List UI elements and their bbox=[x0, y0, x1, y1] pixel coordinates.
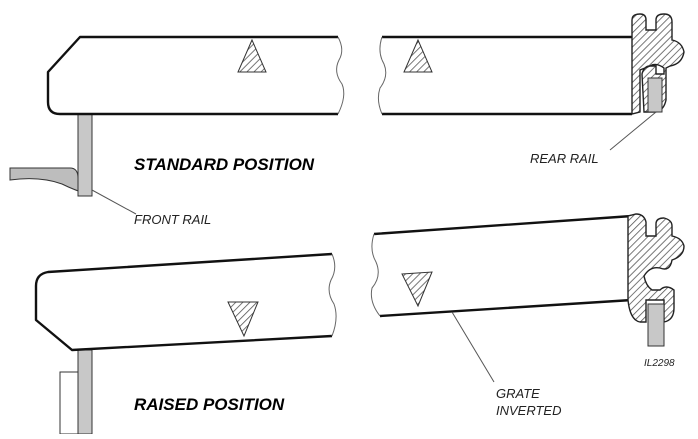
rear-rail-callout: REAR RAIL bbox=[530, 151, 599, 166]
grate-top-left bbox=[46, 35, 338, 116]
raised-position-heading: RAISED POSITION bbox=[134, 395, 285, 414]
break-line-top-left bbox=[336, 36, 345, 115]
rear-end-cap-top bbox=[631, 13, 685, 115]
rear-rail-leader bbox=[609, 111, 657, 151]
grate-bottom-left bbox=[34, 252, 333, 352]
triangle-marker-bottom-right bbox=[401, 271, 433, 308]
triangle-marker-top-left bbox=[237, 38, 267, 73]
break-line-bottom-right bbox=[370, 233, 381, 317]
standard-position-heading: STANDARD POSITION bbox=[134, 155, 315, 174]
break-line-top-right bbox=[377, 36, 387, 115]
rear-end-cap-bottom bbox=[627, 213, 685, 323]
grate-bottom-right bbox=[373, 214, 633, 318]
rear-rail-bottom bbox=[647, 303, 665, 347]
triangle-marker-bottom-left bbox=[227, 301, 259, 338]
front-floor-bottom bbox=[59, 371, 79, 435]
front-rail-bottom bbox=[77, 349, 93, 435]
grate-inverted-callout-line1: GRATE bbox=[496, 386, 540, 401]
triangle-marker-top-right bbox=[403, 38, 433, 73]
standard-position-group bbox=[9, 13, 685, 197]
grate-inverted-leader bbox=[451, 311, 495, 383]
grate-top-right bbox=[382, 35, 632, 116]
raised-position-group bbox=[34, 213, 685, 435]
break-line-bottom-left bbox=[328, 253, 337, 337]
grate-inverted-callout-line2: INVERTED bbox=[496, 403, 562, 418]
rear-rail-top bbox=[647, 77, 663, 113]
front-rail-top bbox=[77, 113, 93, 197]
front-rail-leader bbox=[91, 189, 137, 215]
front-rail-callout: FRONT RAIL bbox=[134, 212, 211, 227]
figure-id-label: IL2298 bbox=[644, 358, 675, 369]
